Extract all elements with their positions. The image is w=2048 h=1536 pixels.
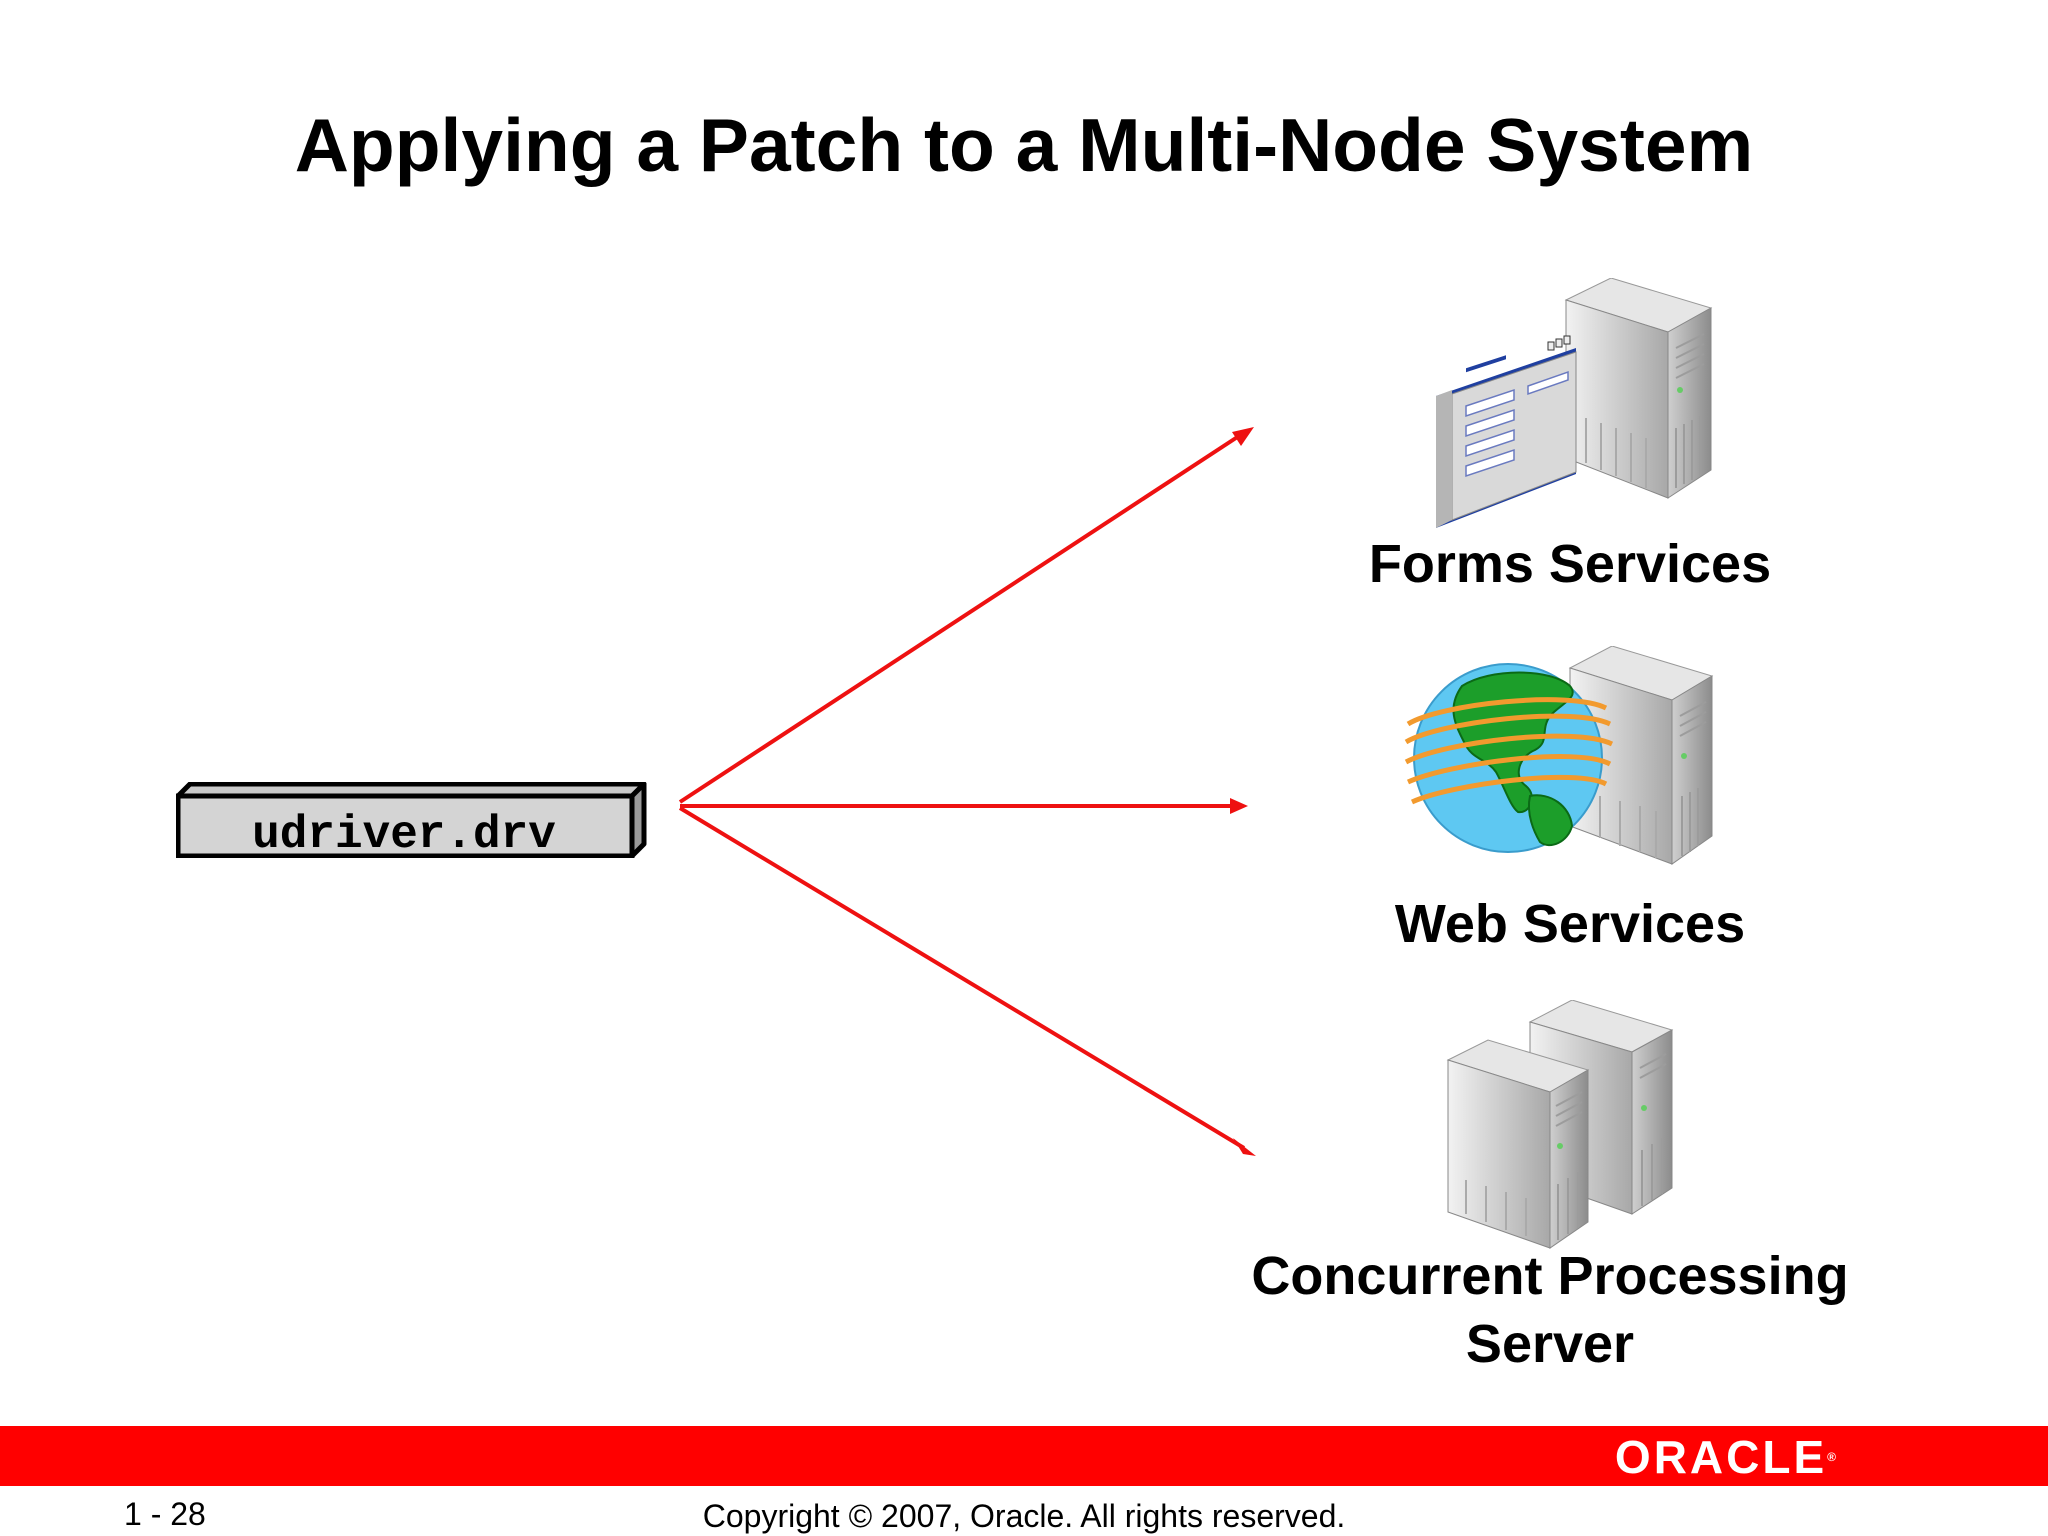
concurrent-processing-label-line2: Server [1465,1314,1635,1374]
oracle-logo-text: ORACLE [1614,1431,1828,1483]
web-services-label: Web Services [1394,894,1746,954]
arrow-to-forms [678,427,1254,804]
oracle-logo-mark: ® [1827,1450,1836,1464]
slide-title: Applying a Patch to a Multi-Node System [294,103,1754,187]
forms-services-label: Forms Services [1368,534,1772,594]
driver-file-box: udriver.drv [176,782,651,858]
forms-server-icon [1436,278,1713,528]
footer-bar: ORACLE® [0,1426,2048,1486]
arrow-to-web [680,798,1248,814]
arrow-to-concurrent [678,806,1256,1156]
copyright-notice: Copyright © 2007, Oracle. All rights res… [702,1498,1346,1534]
concurrent-processing-label: Concurrent Processing Server [1170,1242,1930,1378]
distribution-arrows [678,427,1256,1156]
driver-file-label: udriver.drv [252,809,556,861]
page-number: 1 - 28 [124,1496,206,1532]
concurrent-processing-label-line1: Concurrent Processing [1251,1246,1849,1306]
file-box-shape [176,782,647,858]
dual-server-icon [1446,1000,1674,1249]
oracle-logo: ORACLE® [1615,1432,1836,1482]
web-server-globe-icon [1404,646,1714,865]
